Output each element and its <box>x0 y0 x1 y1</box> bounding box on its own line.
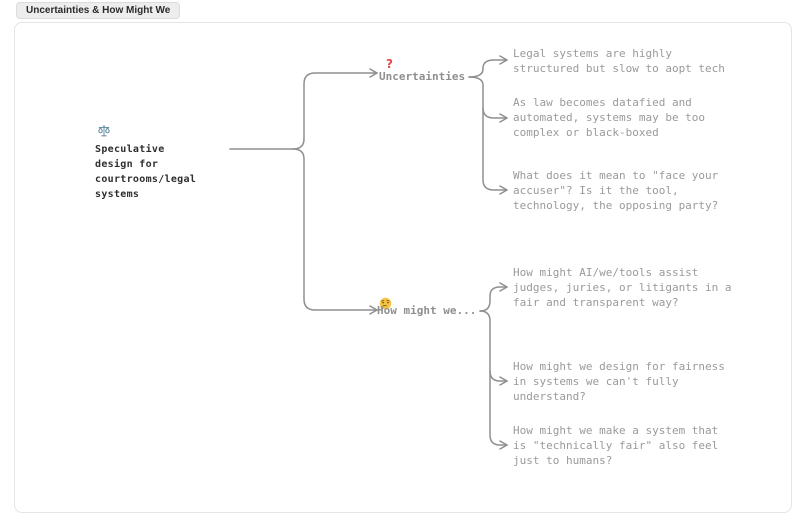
branch-label-uncertainties: Uncertainties <box>379 70 466 83</box>
leaf-node-technically-fair[interactable]: How might we make a system that is "tech… <box>513 424 719 467</box>
thinking-face-icon <box>379 295 392 310</box>
leaf-node-legal-systems[interactable]: Legal systems are highly structured but … <box>513 47 725 75</box>
leaf-node-ai-assist[interactable]: How might AI/we/tools assist judges, jur… <box>513 266 732 309</box>
red-question-icon: ? <box>386 57 393 71</box>
leaf-node-datafied[interactable]: As law becomes datafied and automated, s… <box>513 96 706 139</box>
leaf-node-design-fairness[interactable]: How might we design for fairness in syst… <box>513 360 725 403</box>
root-node-label: Speculative design for courtrooms/legal … <box>95 144 197 200</box>
leaf-node-face-accuser[interactable]: What does it mean to "face your accuser"… <box>513 169 719 212</box>
branch-label-how-might-we: How might we... <box>377 304 477 317</box>
balance-scale-icon <box>97 123 111 137</box>
mindmap-canvas <box>14 22 792 513</box>
board-tab[interactable]: Uncertainties & How Might We <box>16 2 181 19</box>
